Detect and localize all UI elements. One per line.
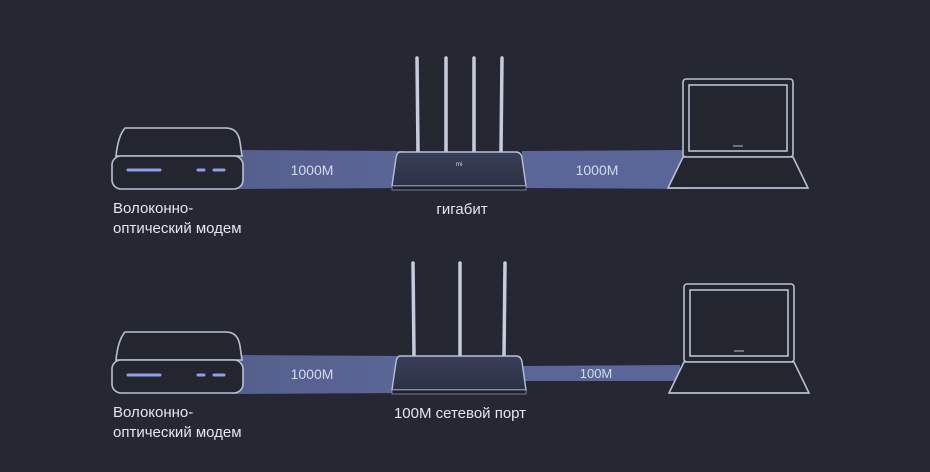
modem-label-line1: Волоконно-	[113, 404, 194, 421]
link-band-modem-router	[232, 355, 404, 394]
link-band-modem-router	[232, 150, 404, 189]
link-label-left: 1000M	[291, 162, 334, 178]
router-label: гигабит	[436, 201, 488, 218]
router-icon	[391, 261, 527, 395]
router-badge: mi	[456, 162, 462, 168]
laptop-icon	[667, 283, 811, 394]
modem-icon	[111, 127, 244, 190]
router-label: 100M сетевой порт	[393, 405, 527, 422]
link-label-right: 1000M	[576, 162, 619, 178]
row-2: 1000M 100M	[111, 261, 811, 395]
link-label-right: 100M	[580, 366, 613, 381]
modem-icon	[111, 331, 244, 394]
row-1: 1000M 1000M mi	[111, 56, 810, 191]
modem-label-line2: оптический модем	[113, 220, 242, 237]
link-label-left: 1000M	[291, 366, 334, 382]
link-band-router-laptop	[522, 365, 680, 381]
link-band-router-laptop	[522, 150, 688, 189]
modem-label: Волоконно- оптический модем	[113, 199, 242, 239]
modem-label-line1: Волоконно-	[113, 200, 194, 217]
modem-label-line2: оптический модем	[113, 424, 242, 441]
modem-label: Волоконно- оптический модем	[113, 403, 242, 443]
router-icon: mi	[391, 56, 527, 191]
laptop-icon	[666, 78, 810, 189]
